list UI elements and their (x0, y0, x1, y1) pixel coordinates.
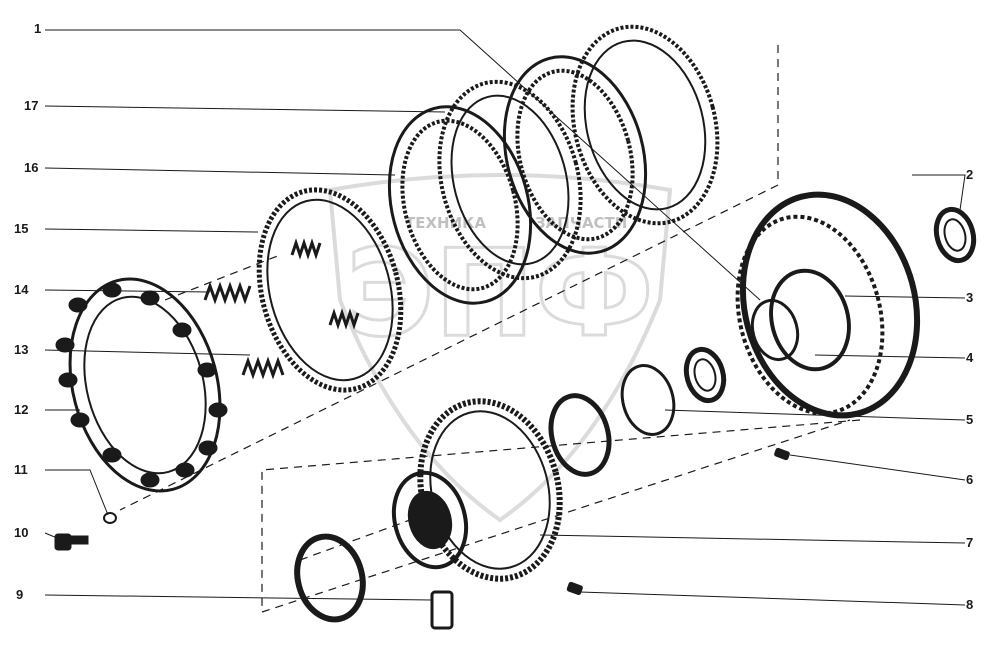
drum-housing-part-3 (735, 191, 921, 419)
cover-bolt-bosses (55, 282, 228, 488)
callout-17: 17 (24, 98, 39, 113)
callout-11: 11 (14, 462, 28, 477)
friction-discs (387, 24, 720, 305)
bearing-part-2 (933, 206, 977, 264)
fasteners (54, 447, 790, 630)
ring-part-9 (294, 533, 366, 623)
sleeve (548, 393, 612, 477)
callout-12: 12 (14, 402, 29, 417)
gear-hub-part-7 (391, 398, 563, 582)
callout-6: 6 (966, 472, 974, 487)
callout-4: 4 (966, 350, 974, 365)
callout-8: 8 (966, 597, 974, 612)
pressure-plate-part-15 (256, 187, 404, 393)
watermark-line2: ЗАПЧАСТИ (535, 214, 627, 232)
callout-10: 10 (14, 525, 29, 540)
bushing-part-4 (683, 346, 727, 404)
callout-3: 3 (966, 290, 974, 305)
callout-5: 5 (966, 412, 974, 427)
callout-15: 15 (14, 221, 29, 236)
watermark-line1: ТЕХНИКА (405, 214, 486, 232)
callout-16: 16 (24, 160, 39, 175)
snap-ring-part-5 (620, 364, 676, 436)
callout-7: 7 (966, 535, 974, 550)
callout-9: 9 (16, 587, 24, 602)
callout-13: 13 (14, 342, 29, 357)
springs (203, 238, 360, 380)
callout-14: 14 (14, 282, 29, 297)
callout-2: 2 (966, 167, 974, 182)
leader-lines (44, 29, 966, 606)
clutch-cover-part-12 (55, 277, 228, 493)
callout-1: 1 (34, 21, 42, 36)
